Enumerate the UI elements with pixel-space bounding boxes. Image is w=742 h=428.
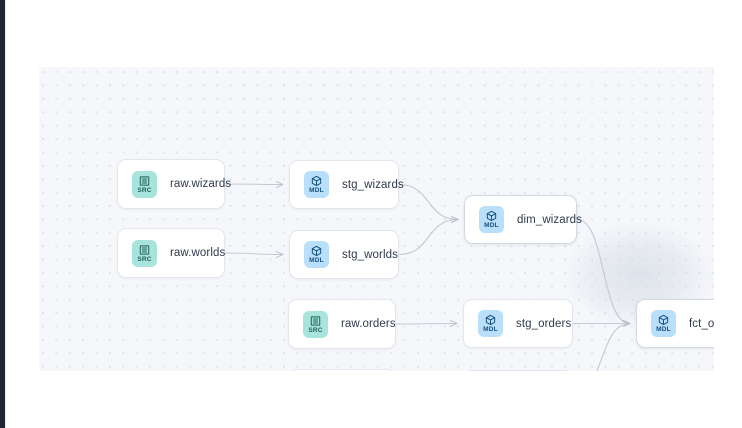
- lineage-node-dim_wizards[interactable]: MDL dim_wizards: [464, 195, 582, 244]
- source-badge: SRC: [303, 310, 328, 338]
- badge-label: MDL: [309, 187, 324, 194]
- lineage-node-raw_orders[interactable]: SRC raw.orders: [288, 299, 396, 349]
- cube-icon: [311, 175, 322, 187]
- lineage-node-raw_worlds[interactable]: SRC raw.worlds: [117, 228, 225, 278]
- database-icon: [139, 244, 150, 256]
- badge-label: MDL: [309, 257, 324, 264]
- badge-label: MDL: [484, 222, 499, 229]
- badge-label: MDL: [483, 326, 498, 333]
- badge-label: SRC: [137, 186, 152, 194]
- node-label: fct_orders: [689, 317, 714, 330]
- lineage-node-raw_wizards[interactable]: SRC raw.wizards: [117, 159, 231, 209]
- lineage-edge-stg_wizards-to-dim_wizards: [398, 183, 458, 220]
- model-badge: MDL: [304, 171, 329, 198]
- node-label: dim_wizards: [517, 213, 583, 226]
- model-badge: MDL: [479, 206, 504, 233]
- model-badge: MDL: [651, 310, 676, 337]
- node-label: stg_worlds: [342, 248, 398, 261]
- node-label: stg_wizards: [342, 178, 404, 191]
- lineage-edge-stg_wands-to-fct_orders: [596, 324, 630, 371]
- lineage-edge-raw_orders-to-stg_orders: [395, 324, 457, 325]
- model-badge: MDL: [478, 310, 503, 337]
- lineage-node-stg_wizards[interactable]: MDL stg_wizards: [289, 160, 404, 209]
- badge-label: SRC: [308, 326, 323, 334]
- badge-label: SRC: [137, 255, 152, 263]
- lineage-edge-dim_wizards-to-fct_orders: [576, 218, 630, 324]
- lineage-node-stg_orders[interactable]: MDL stg_orders: [463, 299, 573, 348]
- node-label: stg_orders: [516, 317, 572, 330]
- lineage-node-stg_worlds[interactable]: MDL stg_worlds: [289, 230, 399, 279]
- cube-icon: [485, 314, 496, 326]
- lineage-edge-stg_worlds-to-dim_wizards: [398, 220, 458, 256]
- lineage-edge-raw_worlds-to-stg_worlds: [224, 253, 283, 255]
- lineage-node-fct_orders[interactable]: MDL fct_orders: [636, 299, 714, 348]
- lineage-edge-raw_wizards-to-stg_wizards: [224, 184, 283, 185]
- rail-seam-divider: [5, 0, 6, 428]
- source-badge: SRC: [132, 170, 157, 198]
- database-icon: [139, 175, 150, 187]
- model-badge: MDL: [304, 241, 329, 268]
- node-label: raw.worlds: [170, 247, 226, 259]
- cube-icon: [311, 245, 322, 257]
- badge-label: MDL: [656, 326, 671, 333]
- cube-icon: [486, 210, 497, 222]
- database-icon: [310, 315, 321, 327]
- source-badge: SRC: [132, 239, 157, 267]
- cube-icon: [658, 314, 669, 326]
- node-label: raw.wizards: [170, 178, 232, 190]
- node-label: raw.orders: [341, 318, 396, 330]
- left-rail: [0, 0, 5, 428]
- lineage-edges: [224, 67, 714, 371]
